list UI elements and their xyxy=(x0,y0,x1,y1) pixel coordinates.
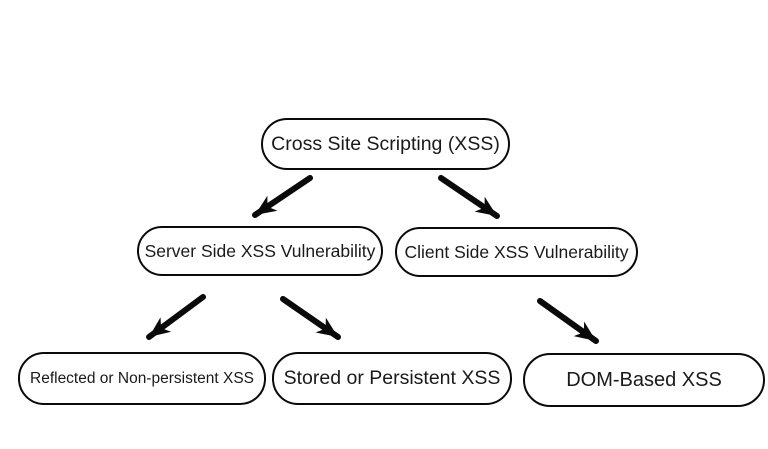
node-cross-site-scripting-label: Cross Site Scripting (XSS) xyxy=(271,132,500,155)
node-client-side-xss-label: Client Side XSS Vulnerability xyxy=(404,241,629,262)
node-reflected-xss-label: Reflected or Non-persistent XSS xyxy=(30,369,254,387)
node-client-side-xss: Client Side XSS Vulnerability xyxy=(395,227,638,277)
arrow-root-to-server xyxy=(252,175,313,218)
node-cross-site-scripting: Cross Site Scripting (XSS) xyxy=(261,118,510,170)
node-server-side-xss: Server Side XSS Vulnerability xyxy=(137,226,383,276)
node-server-side-xss-label: Server Side XSS Vulnerability xyxy=(144,240,376,261)
node-stored-xss: Stored or Persistent XSS xyxy=(272,352,512,405)
arrow-server-to-stored xyxy=(280,296,341,340)
arrow-server-to-reflected xyxy=(146,294,206,340)
arrow-client-to-dom xyxy=(537,298,599,344)
node-stored-xss-label: Stored or Persistent XSS xyxy=(283,367,501,389)
node-reflected-xss: Reflected or Non-persistent XSS xyxy=(18,352,266,405)
node-dom-based-xss-label: DOM-Based XSS xyxy=(566,368,722,391)
node-dom-based-xss: DOM-Based XSS xyxy=(523,353,765,407)
arrow-root-to-client xyxy=(438,175,500,219)
